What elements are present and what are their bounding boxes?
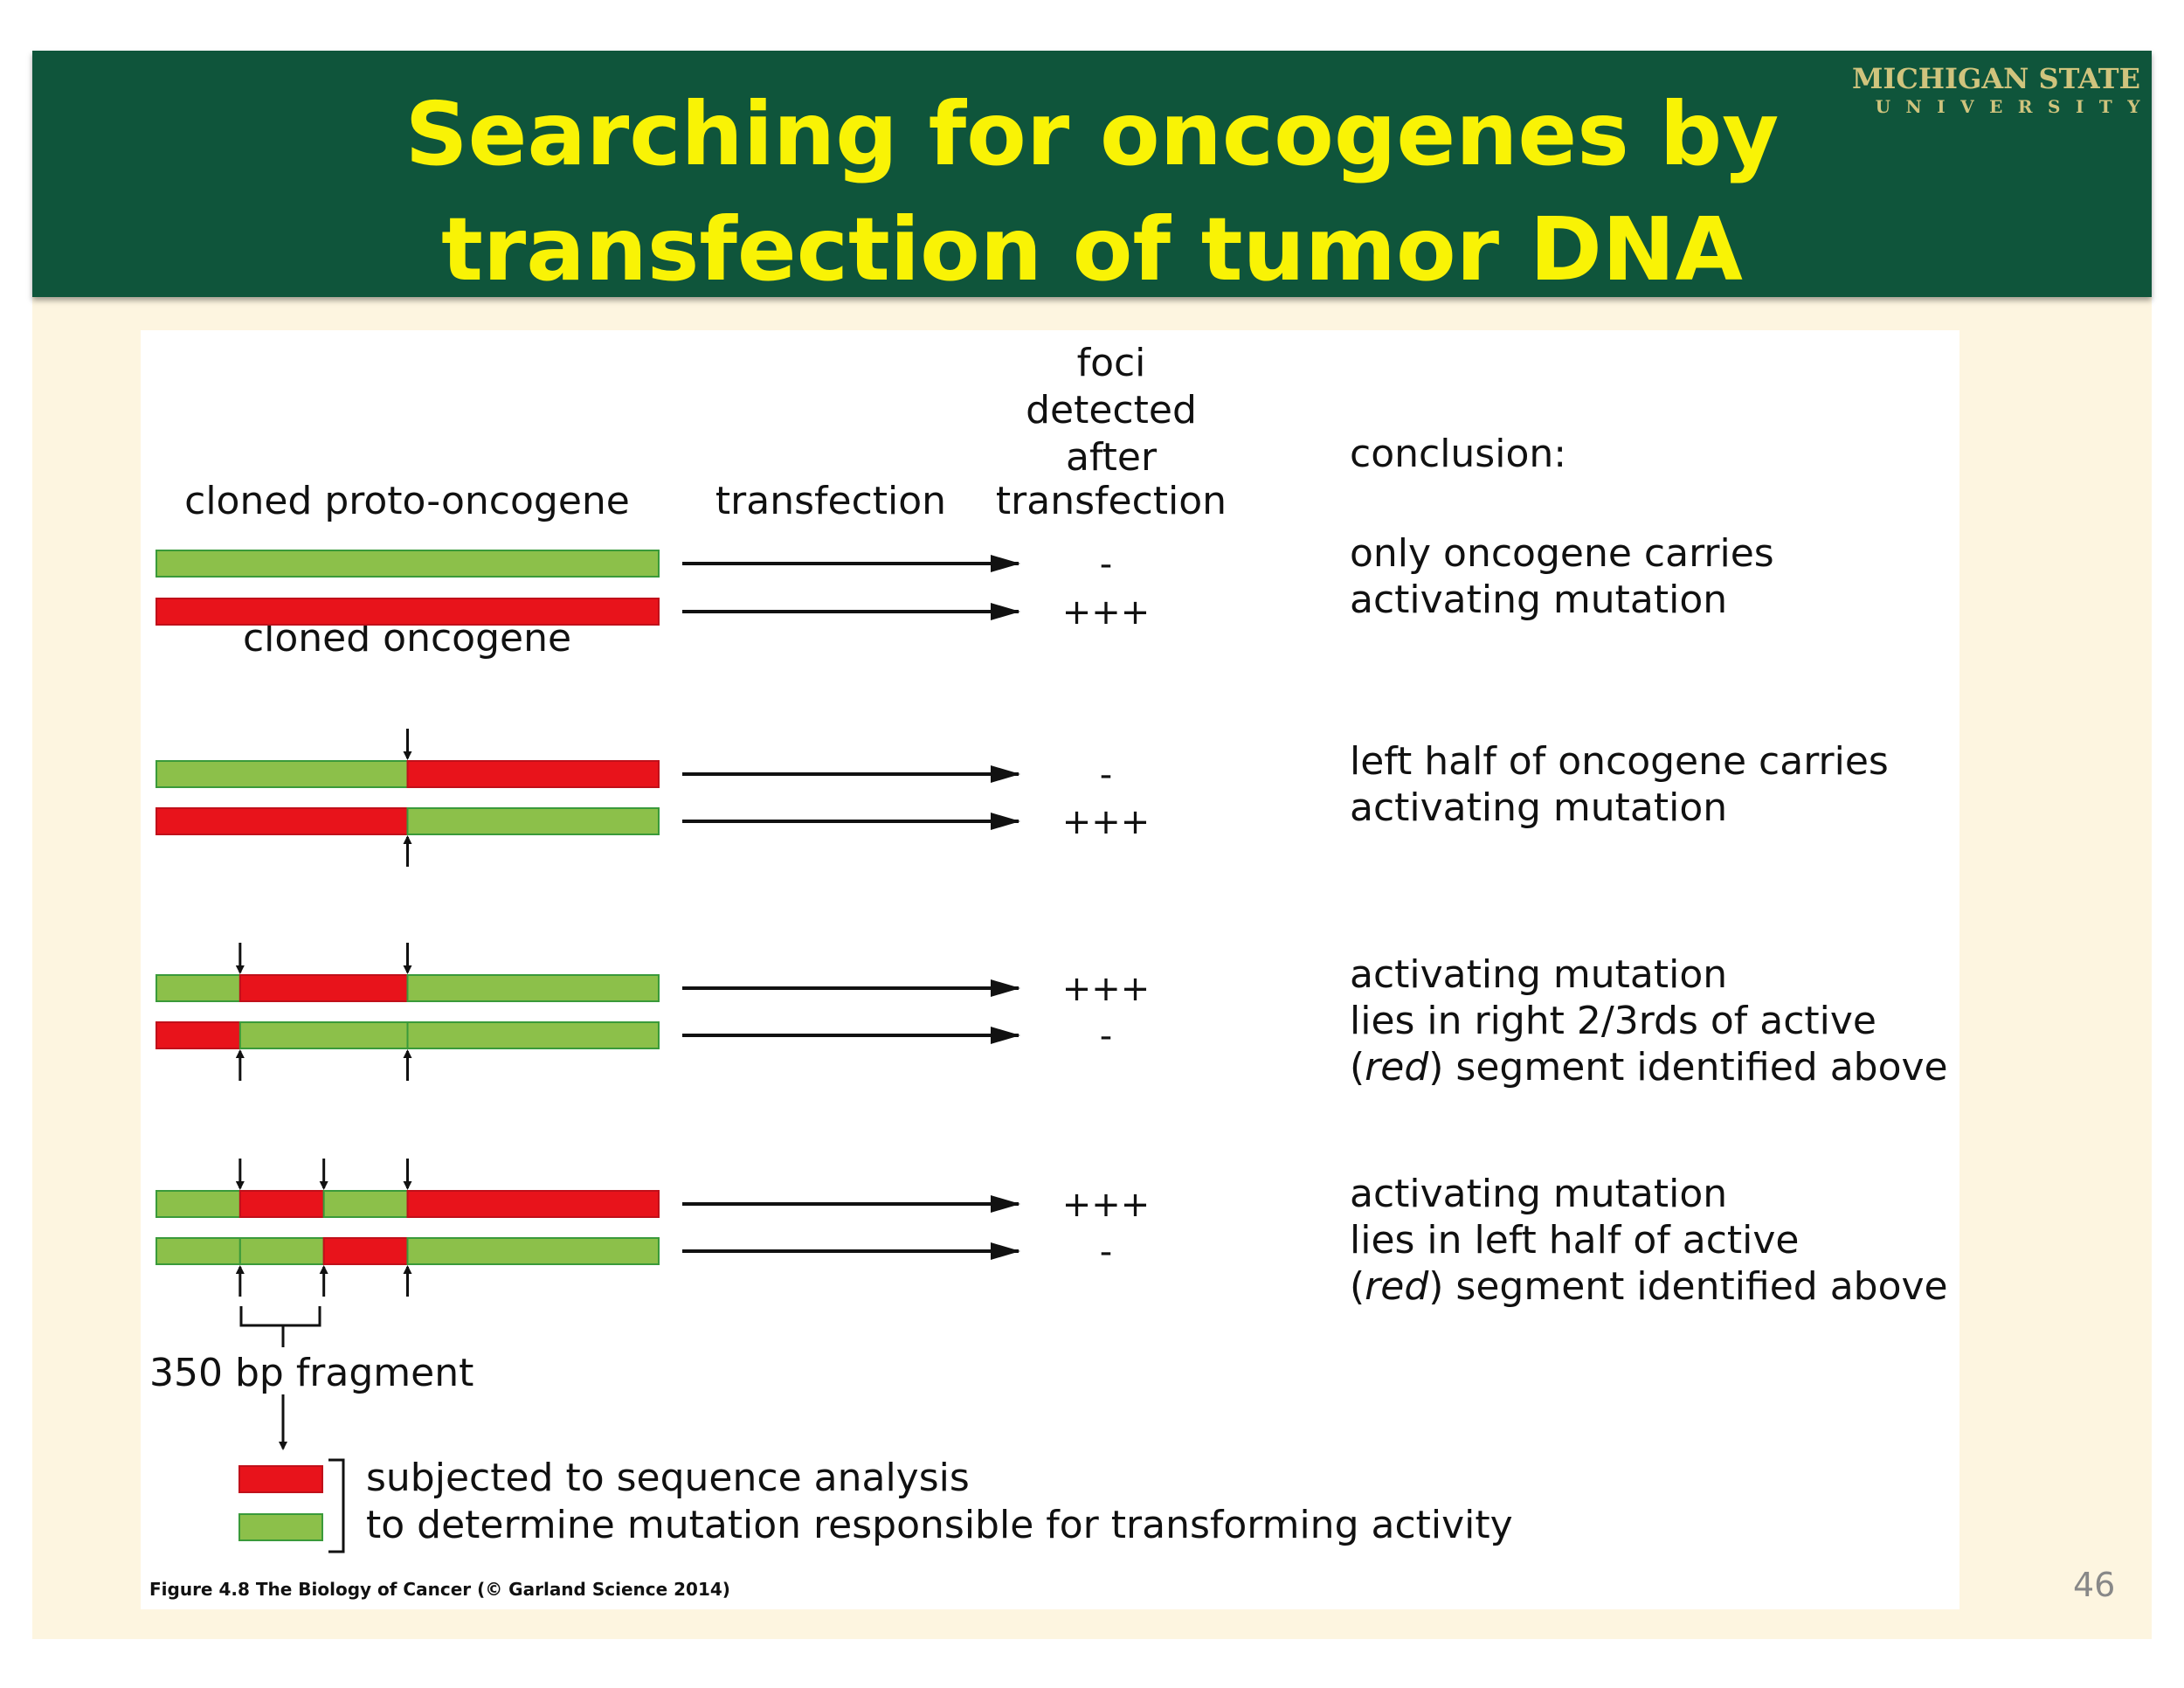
header-foci-2: detected [1026,388,1197,432]
gene-segment-green [322,1190,409,1218]
gene-segment-green [406,1021,660,1049]
gene-segment-green [406,807,660,835]
page-number: 46 [2073,1566,2116,1604]
foci-result: - [1100,544,1112,585]
gene-segment-red [406,1190,660,1218]
gene-segment-green [238,1021,409,1049]
foci-results: - +++ - +++ +++ - +++ - [1062,544,1151,1272]
header-proto-oncogene: cloned proto-oncogene [184,479,630,523]
conclusion-line: (red) segment identified above [1350,1045,1948,1090]
gene-segment-green [156,1190,241,1218]
foci-result: +++ [1062,802,1151,842]
foci-result: +++ [1062,969,1151,1009]
conclusion-line: lies in left half of active [1350,1218,1799,1263]
gene-segment-red [238,1190,325,1218]
header-foci-3: after [1066,435,1158,480]
oncogene-transfection-diagram: cloned proto-oncogene transfection foci … [149,341,1948,1600]
gene-segment-red [322,1237,409,1265]
gene-segment-red [156,598,660,626]
gene-segment-green [156,550,660,578]
figure-panel: cloned proto-oncogene transfection foci … [141,330,1959,1609]
gene-segment-green [238,1237,325,1265]
gene-segment-green [156,974,241,1002]
conclusion-line: (red) segment identified above [1350,1264,1948,1309]
header-foci-1: foci [1077,341,1146,385]
conclusion-line: only oncogene carries [1350,531,1774,576]
foci-result: - [1100,755,1112,795]
legend-bracket [328,1458,345,1553]
header-foci-4: transfection [996,479,1227,523]
legend-line-1: subjected to sequence analysis [366,1456,970,1500]
figure-caption: Figure 4.8 The Biology of Cancer (© Garl… [149,1579,730,1600]
title-line-2: transfection of tumor DNA [441,198,1743,301]
header-conclusion: conclusion: [1350,432,1566,476]
foci-result: +++ [1062,592,1151,633]
fragment-bracket [239,1306,321,1347]
conclusion-line: activating mutation [1350,785,1727,830]
foci-result: - [1100,1232,1112,1272]
foci-result: +++ [1062,1185,1151,1225]
gene-segment-red [406,760,660,788]
gene-segment-green [406,974,660,1002]
university-logo: MICHIGAN STATE UNIVERSITY [1852,61,2140,117]
legend-red-swatch [238,1465,323,1493]
gene-segment-green [156,1237,241,1265]
gene-segment-green [406,1237,660,1265]
transfection-arrows [682,555,1020,1260]
slide-title: Searching for oncogenes by transfection … [32,77,2152,308]
restriction-site-marks [235,729,412,1297]
gene-segment-red [156,1021,241,1049]
fragment-label: 350 bp fragment [149,1351,473,1395]
conclusion-line: activating mutation [1350,1172,1727,1216]
legend-line-2: to determine mutation responsible for tr… [366,1503,1513,1547]
logo-subtitle: UNIVERSITY [1875,96,2155,117]
conclusion-line: left half of oncogene carries [1350,739,1889,784]
conclusion-line: activating mutation [1350,578,1727,622]
conclusion-line: lies in right 2/3rds of active [1350,999,1876,1043]
logo-wordmark: MICHIGAN STATE [1851,62,2140,95]
conclusion-line: activating mutation [1350,952,1727,997]
gene-segment-green [156,760,409,788]
gene-bars [156,550,660,1265]
gene-segment-red [156,807,409,835]
header-transfection: transfection [715,479,946,523]
legend-green-swatch [238,1513,323,1541]
title-line-1: Searching for oncogenes by [404,83,1780,185]
gene-segment-red [238,974,409,1002]
foci-result: - [1100,1016,1112,1056]
slide-header: Searching for oncogenes by transfection … [32,51,2152,301]
